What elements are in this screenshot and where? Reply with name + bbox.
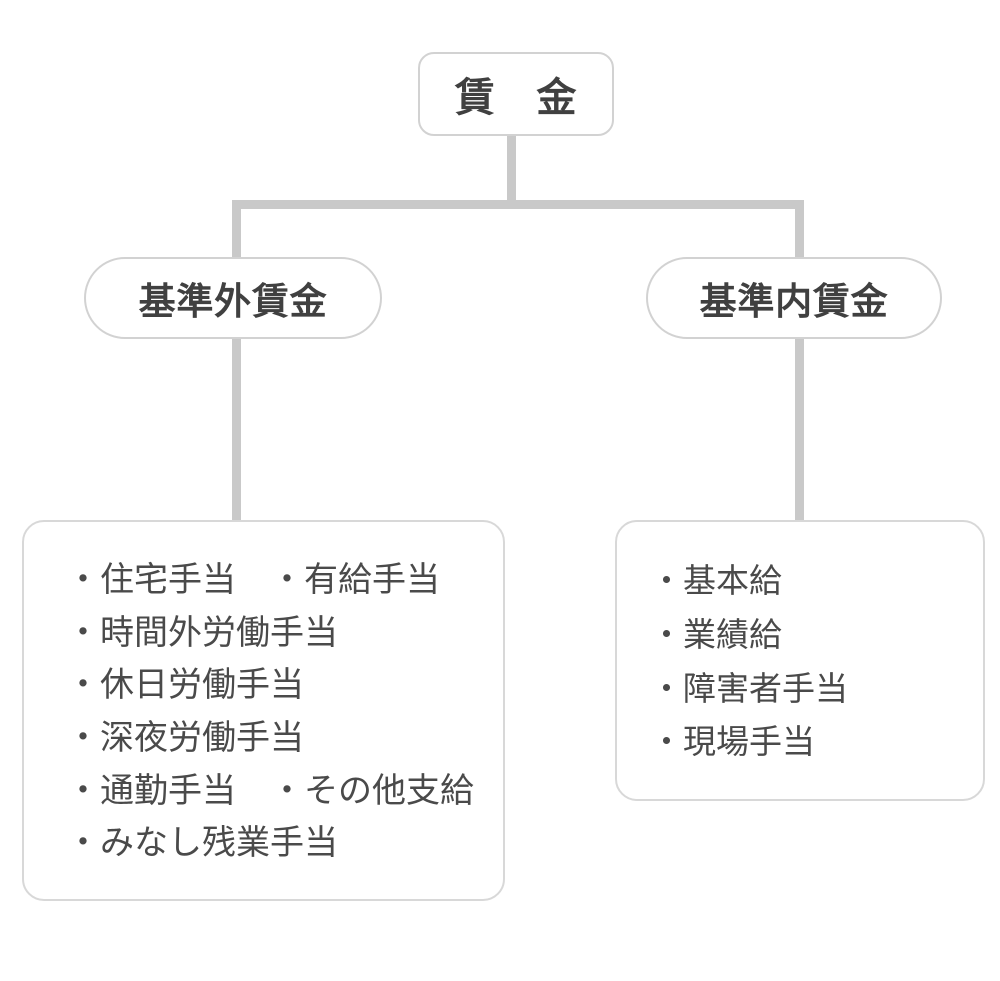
list-item: ・基本給 [650, 561, 782, 600]
leaf-box-non-standard-wage-items: ・住宅手当 ・有給手当 ・時間外労働手当 ・休日労働手当 ・深夜労働手当 ・通勤… [22, 520, 505, 901]
list-item: ・現場手当 [650, 722, 815, 762]
list-item: ・住宅手当 ・有給手当 [66, 560, 440, 600]
node-branch-standard-wage[interactable]: 基準内賃金 [646, 257, 942, 339]
connector-root-stem [507, 134, 516, 204]
leaf-box-standard-wage-items: ・基本給 ・業績給 ・障害者手当 ・現場手当 [615, 520, 985, 801]
connector-horizontal-bar [232, 200, 804, 209]
connector-drop-left-branch [232, 200, 241, 262]
list-item: ・時間外労働手当 [66, 612, 338, 653]
list-item: ・通勤手当 ・その他支給 [66, 770, 474, 811]
node-root-wage[interactable]: 賃 金 [418, 52, 614, 136]
list-item: ・深夜労働手当 [66, 718, 304, 759]
list-item: ・休日労働手当 [66, 665, 304, 706]
connector-drop-right-branch [795, 200, 804, 262]
connector-right-branch-to-leaf [795, 334, 804, 524]
list-item: ・障害者手当 [650, 668, 848, 708]
list-item: ・業績給 [650, 614, 782, 654]
connector-left-branch-to-leaf [232, 334, 241, 524]
node-branch-non-standard-wage[interactable]: 基準外賃金 [84, 257, 382, 339]
list-item: ・みなし残業手当 [66, 823, 338, 864]
